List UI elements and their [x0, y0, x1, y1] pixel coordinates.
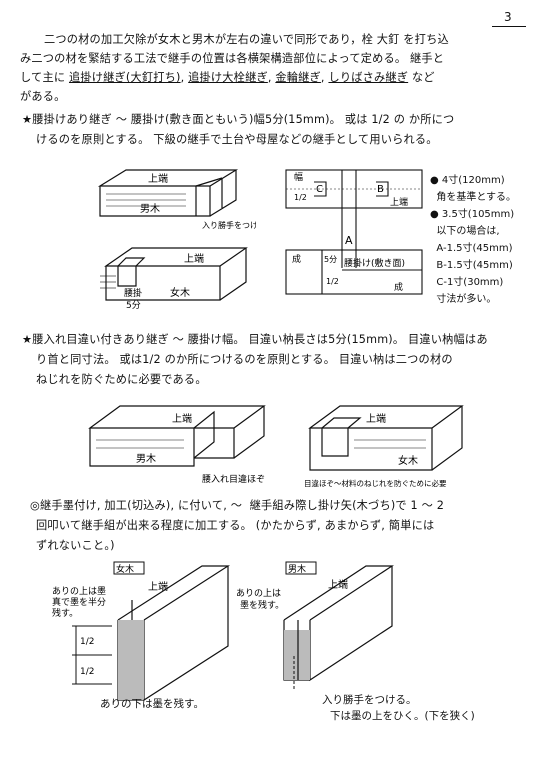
fig1-note-5: C-1寸(30mm)	[430, 277, 504, 288]
intro-line-1: 二つの材の加工欠除が女木と男木が左右の違いで同形であり，栓 大釘 を打ち込	[44, 33, 449, 46]
fig1-enter-label: 入り勝手をつける	[202, 220, 256, 230]
fig3-right-tag: 男木	[288, 563, 306, 575]
fig1-note-3: A-1.5寸(45mm)	[430, 243, 513, 254]
fig3-right-note-2: 墨を残す。	[240, 599, 284, 611]
fig1-koshi-label: 腰掛	[124, 287, 142, 299]
fig3-left-tag: 女木	[116, 563, 134, 575]
section2-line-1: ★腰入れ目違い付きあり継ぎ ～ 腰掛け幅。 目違い枘長さは5分(15mm)。 目…	[22, 333, 488, 346]
intro-line-3-prefix: して主に	[20, 71, 69, 84]
fig3-right-bottom-note-2: 下は墨の上をひく。(下を狭く)	[330, 710, 475, 722]
fig1-female-top-label: 上端	[184, 252, 204, 265]
fig1-male-joint-drawing: 上端 男木 入り勝手をつける	[97, 169, 256, 230]
fig1-plan-drawing: 幅 1/2 C B 上端 A 成 5分 腰掛け(敷き面) 1/2 成	[285, 169, 423, 295]
fig1-note-2a: ● 3.5寸(105mm)	[430, 209, 515, 220]
fig1-plan-c-label: C	[316, 184, 323, 195]
fig3-left-note-1: ありの上は墨	[52, 586, 106, 597]
fig3-left-top-label: 上端	[148, 580, 168, 593]
section3-line-2: 回叩いて継手組が出来る程度に加工する。 (かたからず, あまからず, 簡単には	[36, 519, 435, 532]
fig3-female-drawing: 女木 上端 ありの上は墨 真で墨を半分 残す。 1/2 1/2	[52, 561, 231, 702]
fig1-plan-koshikake-label: 腰掛け(敷き面)	[344, 257, 405, 269]
page-number-underline	[492, 26, 526, 27]
joint-type-1: 追掛け継ぎ(大釘打ち)	[68, 71, 181, 84]
fig3-left-bottom-note: ありの下は墨を残す。	[100, 698, 204, 710]
fig1-plan-side-label: 成	[292, 253, 301, 265]
fig1-plan-a-label: A	[345, 234, 353, 247]
fig1-female-label: 女木	[170, 286, 190, 299]
fig1-plan-half-1: 1/2	[294, 193, 307, 202]
section3-line-1: ◎継手墨付け, 加工(切込み), に付いて, ～ 継手組み際し掛け矢(木づち)で…	[30, 499, 445, 512]
intro-line-3: して主に 追掛け継ぎ(大釘打ち), 追掛け大栓継ぎ, 金輪継ぎ, しりばさみ継ぎ…	[20, 71, 435, 84]
fig1-female-joint-drawing: 上端 腰掛 5分 女木	[100, 247, 248, 311]
intro-line-4: がある。	[20, 90, 66, 103]
fig3-right-bottom-note-1: 入り勝手をつける。	[322, 694, 417, 706]
fig1-note-4: B-1.5寸(45mm)	[430, 260, 513, 271]
fig2-right-note: 目違ほぞ～材料のねじれを防ぐために必要	[304, 478, 447, 488]
joint-type-4: しりばさみ継ぎ	[328, 71, 409, 84]
intro-line-3-suffix: など	[408, 71, 435, 84]
fig3-left-note-2: 真で墨を半分	[52, 596, 106, 608]
fig2-right-female-label: 女木	[398, 454, 418, 467]
joint-type-2: 追掛け大栓継ぎ	[188, 71, 268, 84]
fig1-note-2b: 以下の場合は,	[430, 226, 500, 237]
fig2-left-male-label: 男木	[136, 453, 156, 465]
fig2-left-koshi-label: 腰入れ目違ほぞ	[202, 473, 265, 485]
page-number: 3	[504, 10, 512, 24]
fig2-left-top-label: 上端	[172, 412, 192, 425]
fig1-male-label: 男木	[140, 203, 160, 215]
section2-line-2: り首と同寸法。 或は1/2 のか所につけるのを原則とする。 目違い枘は二つの材の	[36, 353, 453, 366]
fig3-right-note-1: ありの上は	[236, 588, 281, 599]
section1-line-1: ★腰掛けあり継ぎ ～ 腰掛け(敷き面ともいう)幅5分(15mm)。 或は 1/2…	[22, 113, 455, 126]
section1-line-2: けるのを原則とする。 下級の継手で土台や母屋などの継手として用いられる。	[36, 133, 438, 146]
fig3-left-note-3: 残す。	[52, 607, 78, 619]
fig1-note-1b: 角を基準とする。	[430, 192, 517, 203]
fig1-note-1a: ● 4寸(120mm)	[430, 175, 505, 186]
fig1-note-6: 寸法が多い。	[430, 294, 497, 305]
fig2-female-joint-drawing: 上端 女木 目違ほぞ～材料のねじれを防ぐために必要	[304, 405, 464, 488]
fig1-plan-width-label: 幅	[294, 171, 303, 183]
fig2-male-joint-drawing: 上端 男木 腰入れ目違ほぞ	[88, 405, 266, 485]
fig1-male-top-label: 上端	[148, 172, 168, 185]
fig1-plan-bottom-label: 成	[394, 281, 403, 293]
fig1-plan-half-2: 1/2	[326, 277, 339, 286]
fig1-5bu-label: 5分	[126, 300, 141, 311]
fig1-notes: ● 4寸(120mm) 角を基準とする。 ● 3.5寸(105mm) 以下の場合は…	[430, 172, 516, 308]
fig3-right-top-label: 上端	[328, 578, 348, 591]
fig1-plan-b-label: B	[377, 184, 384, 195]
section3-line-3: ずれないこと。)	[36, 539, 115, 552]
fig3-left-half-1: 1/2	[80, 637, 94, 647]
joint-type-3: 金輪継ぎ	[275, 71, 321, 84]
intro-line-2: み二つの材を緊結する工法で継手の位置は各横架構造部位によって定める。 継手と	[20, 52, 445, 65]
fig2-right-top-label: 上端	[366, 412, 386, 425]
fig3-left-half-2: 1/2	[80, 667, 94, 677]
fig1-plan-top-label: 上端	[390, 196, 408, 208]
fig1-plan-5bu-label: 5分	[324, 255, 337, 264]
fig3-male-drawing: 男木 上端 ありの上は 墨を残す。	[236, 561, 395, 690]
section2-line-3: ねじれを防ぐために必要である。	[36, 373, 207, 386]
